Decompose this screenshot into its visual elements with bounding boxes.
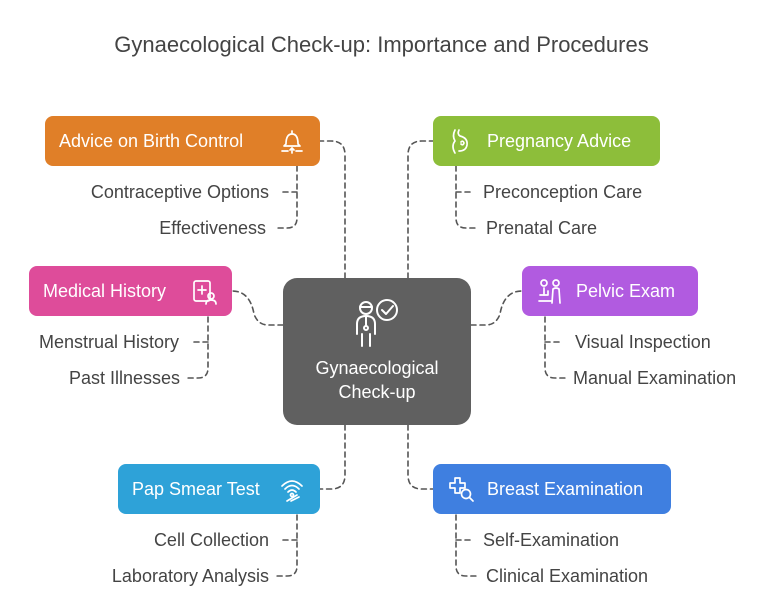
card-pelvic-exam-label: Pelvic Exam [576,280,676,301]
diagram-title: Gynaecological Check-up: Importance and … [114,32,649,57]
sub-effectiveness: Effectiveness [159,218,266,238]
swab-icon [278,475,306,503]
sub-laboratory-analysis: Laboratory Analysis [111,566,269,586]
doctor-check-icon [350,296,404,355]
sub-menstrual-history: Menstrual History [38,332,179,352]
sub-preconception-care: Preconception Care [483,182,643,202]
card-birth-control: Advice on Birth Control [45,116,320,166]
card-breast-examination: Breast Examination [433,464,671,514]
sub-cell-collection: Cell Collection [153,530,269,550]
sub-clinical-examination: Clinical Examination [486,566,649,586]
card-pap-smear-test-label: Pap Smear Test [132,478,260,499]
sub-manual-examination: Manual Examination [573,368,737,388]
center-label-line2: Check-up [338,382,416,402]
medical-record-icon [190,277,218,305]
card-pelvic-exam: Pelvic Exam [522,266,698,316]
sub-prenatal-care: Prenatal Care [486,218,598,238]
card-medical-history-label: Medical History [43,280,167,301]
center-node: Gynaecological Check-up [283,278,471,425]
card-birth-control-label: Advice on Birth Control [59,130,244,151]
patient-exam-icon [536,277,564,305]
card-breast-examination-label: Breast Examination [487,478,644,499]
sub-visual-inspection: Visual Inspection [575,332,711,352]
card-pregnancy-advice-label: Pregnancy Advice [487,130,632,151]
card-medical-history: Medical History [29,266,232,316]
sub-contraceptive-options: Contraceptive Options [90,182,269,202]
center-label: Gynaecological Check-up [283,356,471,404]
card-pregnancy-advice: Pregnancy Advice [433,116,660,166]
sub-past-illnesses: Past Illnesses [68,368,180,388]
pregnancy-icon [447,127,475,155]
center-label-line1: Gynaecological [315,358,439,378]
search-health-icon [447,475,475,503]
card-pap-smear-test: Pap Smear Test [118,464,320,514]
bell-icon [278,127,306,155]
sub-self-examination: Self-Examination [483,530,620,550]
